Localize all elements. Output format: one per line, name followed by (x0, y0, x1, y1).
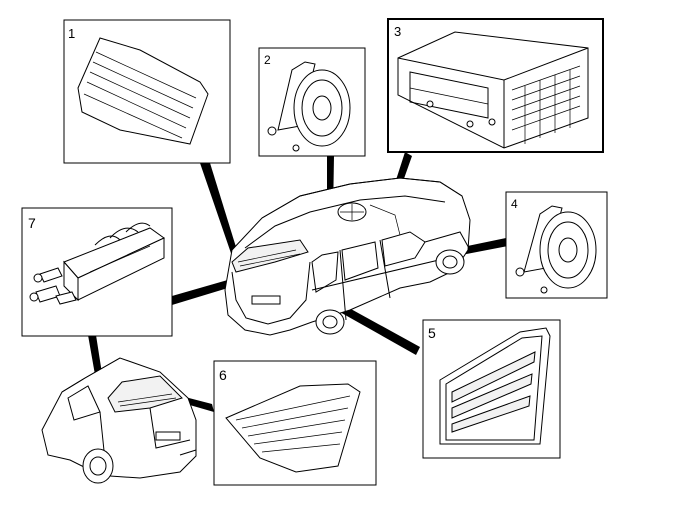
callout-number-4: 4 (511, 197, 518, 211)
callout-box-4: 4 (505, 191, 608, 299)
callout-number-6: 6 (219, 367, 227, 383)
callout-box-3: 3 (387, 18, 604, 153)
callout-number-5: 5 (428, 325, 436, 341)
control-module-icon (397, 31, 589, 149)
callout-number-3: 3 (394, 24, 401, 39)
callout-box-6: 6 (213, 360, 377, 486)
callout-box-1: 1 (63, 19, 231, 164)
antenna-amplifier-icon (29, 222, 165, 305)
side-window-antenna-icon (439, 327, 551, 445)
callout-number-2: 2 (264, 53, 271, 67)
speaker-icon (515, 205, 597, 294)
callout-number-7: 7 (28, 215, 36, 231)
callout-box-5: 5 (422, 319, 561, 459)
speaker-icon (267, 61, 351, 152)
callout-box-7: 7 (21, 207, 173, 337)
estate-car-illustration (224, 177, 471, 336)
callout-number-1: 1 (68, 26, 75, 41)
sedan-car-illustration (41, 357, 197, 484)
window-antenna-grid-icon (77, 37, 209, 145)
rear-window-antenna-icon (225, 383, 361, 473)
callout-box-2: 2 (258, 47, 366, 157)
